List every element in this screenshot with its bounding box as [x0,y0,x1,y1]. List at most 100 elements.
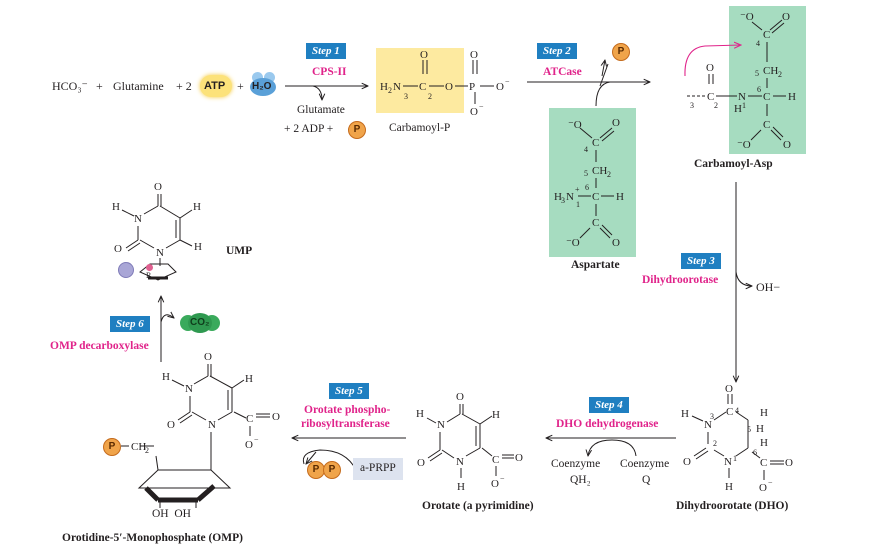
svg-text:O: O [785,457,793,469]
svg-text:O: O [245,439,253,451]
svg-text:O: O [167,419,175,431]
svg-text:O: O [706,62,714,74]
co2-label: CO₂ [190,317,210,328]
svg-text:C: C [726,406,733,418]
svg-text:−: − [768,478,773,487]
svg-text:2: 2 [428,92,432,101]
svg-text:O: O [272,411,280,423]
svg-text:3: 3 [561,196,565,205]
svg-text:H: H [112,201,120,213]
svg-text:H: H [193,201,201,213]
carbamoyl-p-box [376,48,464,113]
svg-text:3: 3 [690,101,694,110]
svg-text:H: H [760,437,768,449]
step3-branch [735,271,752,286]
svg-text:C: C [763,119,770,131]
svg-text:H: H [416,408,424,420]
svg-text:⁻O: ⁻O [740,11,754,23]
svg-text:+: + [575,185,580,194]
coenzyme-q-line2: Q [642,474,651,486]
svg-text:2: 2 [145,446,149,455]
hydroxide-label: OH− [756,280,781,294]
svg-text:4: 4 [735,406,739,415]
svg-text:6: 6 [585,183,589,192]
svg-text:1: 1 [576,200,580,209]
omp-structure: H N O H N O C O O− [121,351,280,508]
glutamate-label: Glutamate [297,104,345,116]
svg-text:N: N [566,191,574,203]
svg-text:N: N [437,419,445,431]
omp-label: Orotidine-5′-Monophosphate (OMP) [62,532,243,544]
svg-text:N: N [208,419,216,431]
svg-text:3: 3 [710,412,714,421]
svg-text:2: 2 [714,101,718,110]
step-2-badge: Step 2 [537,43,577,59]
ump-structure: H N O H H N O R [112,181,202,281]
svg-text:O: O [445,81,453,93]
step-5-enzyme-line2: ribosyltransferase [301,418,390,430]
svg-text:O: O [204,351,212,363]
svg-text:H: H [756,423,764,435]
svg-text:N: N [724,456,732,468]
svg-text:O: O [491,478,499,490]
svg-text:N: N [156,247,164,259]
orotate-structure: H N O H N O H C O O− [416,391,523,493]
svg-text:N: N [134,213,142,225]
svg-text:O: O [725,383,733,395]
plus-1: + [96,79,103,93]
glutamine-label: Glutamine [113,79,164,93]
svg-text:C: C [492,454,499,466]
ump-label: UMP [226,245,253,257]
aspartate-box [549,108,636,257]
svg-text:⁻O: ⁻O [737,139,751,151]
svg-text:H: H [725,481,733,493]
phosphate-icon-omp: P [103,438,121,456]
svg-text:C: C [592,137,599,149]
plus-3: + [237,79,244,93]
pyrophosphate-icon-2: P [323,461,341,479]
step-1-badge: Step 1 [306,43,346,59]
svg-text:C: C [763,91,770,103]
svg-text:R: R [146,271,152,280]
svg-text:O: O [470,49,478,61]
svg-text:O: O [470,106,478,118]
coenzyme-q-line1: Coenzyme [620,458,670,470]
svg-text:C: C [246,413,253,425]
svg-text:2: 2 [713,439,717,448]
svg-text:CH: CH [592,165,607,177]
svg-text:O: O [456,391,464,403]
ump-ribose-dot [146,264,153,271]
svg-text:N: N [704,419,712,431]
coenzyme-qh2-line2: QH₂ [570,474,591,486]
step-3-badge: Step 3 [681,253,721,269]
atp-label: ATP [204,80,226,92]
svg-text:⁻O: ⁻O [568,119,582,131]
svg-text:H: H [554,191,562,203]
aspartate-label: Aspartate [571,259,620,271]
step-5-enzyme-line1: Orotate phospho- [304,404,391,416]
svg-text:N: N [185,383,193,395]
svg-text:O: O [783,139,791,151]
step-6-badge: Step 6 [110,316,150,332]
svg-text:−: − [254,435,259,444]
orotate-label: Orotate (a pyrimidine) [422,500,534,512]
prpp-box [353,458,403,480]
svg-text:2: 2 [607,170,611,179]
svg-text:4: 4 [756,39,760,48]
svg-text:O: O [154,181,162,193]
svg-text:N: N [456,456,464,468]
svg-text:−: − [479,102,484,111]
svg-text:C: C [419,81,426,93]
svg-text:H: H [734,103,742,115]
phosphate-icon-step1: P [348,121,366,139]
svg-text:N: N [738,91,746,103]
svg-text:N: N [393,81,401,93]
atp-badge [200,75,232,97]
svg-text:CH: CH [763,65,778,77]
svg-text:4: 4 [584,145,588,154]
step2-branch [595,63,611,107]
